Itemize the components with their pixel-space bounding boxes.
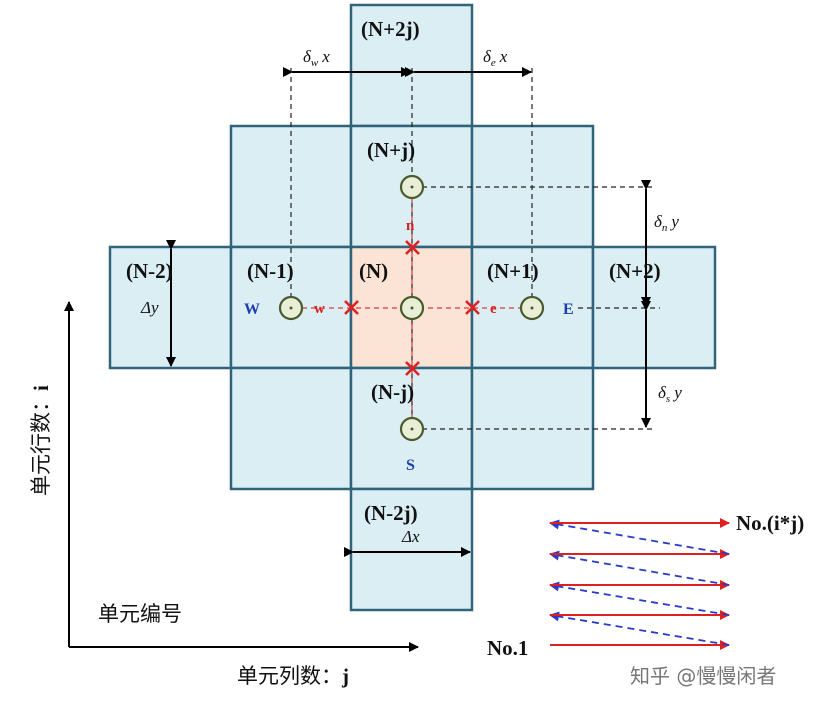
cell-labels: (N+2j) (N+j) (N-2) (N-1) (N) (N+1) (N+2)… [126, 17, 661, 525]
numbering-title: 单元编号 [98, 602, 182, 626]
nodes [278, 174, 545, 442]
column-axis-label: 单元列数：j [237, 664, 349, 688]
delta-x-label: Δx [401, 527, 420, 546]
order-return-4 [549, 519, 730, 555]
node-label-east: E [563, 301, 574, 318]
label-n-plus-2: (N+2) [609, 259, 661, 283]
label-n-plus-2j: (N+2j) [361, 17, 420, 41]
face-south-marker [405, 361, 420, 376]
numbering-end-label: No.(i*j) [736, 511, 804, 535]
order-return-3 [549, 550, 730, 586]
face-east-marker [465, 300, 480, 315]
label-n: (N) [359, 259, 388, 283]
node-label-west: W [244, 301, 260, 318]
face-north-marker [405, 240, 420, 255]
watermark-text: 知乎 @慢慢闲者 [630, 664, 776, 688]
delta-y-label: Δy [140, 298, 159, 317]
face-west-marker [344, 300, 359, 315]
numbering-order [549, 518, 730, 650]
label-n-minus-2j: (N-2j) [364, 501, 418, 525]
label-n-minus-1: (N-1) [247, 259, 294, 283]
order-return-2 [549, 581, 730, 616]
face-label-east: e [490, 301, 497, 317]
row-axis-label: 单元行数：i [29, 385, 53, 496]
face-label-north: n [406, 218, 415, 234]
label-n-minus-j: (N-j) [371, 380, 414, 404]
label-n-minus-2: (N-2) [126, 259, 173, 283]
order-return-1 [549, 611, 730, 646]
axes [64, 301, 419, 652]
label-n-plus-j: (N+j) [367, 138, 415, 162]
dimension-arrows [166, 67, 651, 557]
cell-lower-left [229, 366, 353, 491]
face-label-west: w [314, 301, 325, 317]
label-n-plus-1: (N+1) [487, 259, 539, 283]
face-markers [344, 240, 480, 376]
numbering-start-label: No.1 [487, 636, 528, 660]
node-label-south: S [406, 457, 415, 474]
